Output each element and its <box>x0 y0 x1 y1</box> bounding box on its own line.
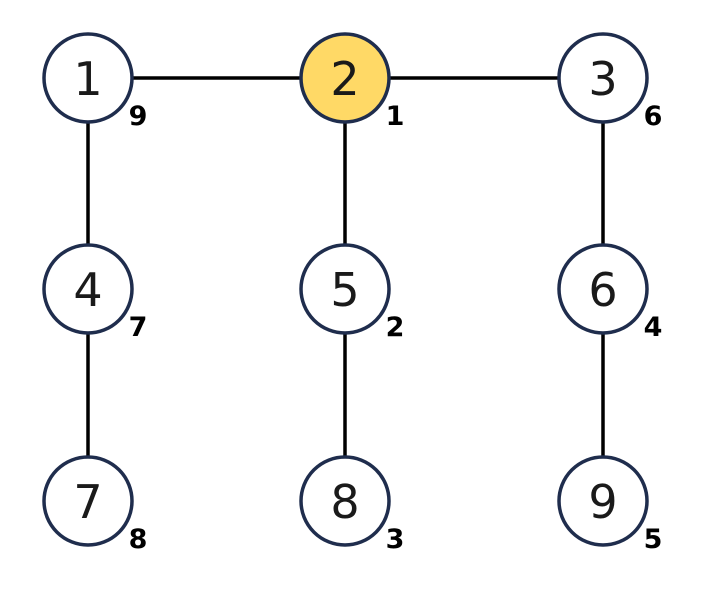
node-label: 2 <box>330 52 359 106</box>
node-circle <box>299 455 391 547</box>
node-label: 4 <box>73 263 102 317</box>
node-order-number: 9 <box>129 101 148 132</box>
edges <box>86 76 605 457</box>
node-label: 5 <box>330 263 359 317</box>
node-circle <box>42 243 134 335</box>
node-label: 6 <box>588 263 617 317</box>
node-circle <box>299 32 391 124</box>
node-circle <box>42 32 134 124</box>
node-order-number: 5 <box>644 524 663 555</box>
node-4: 47 <box>42 243 148 343</box>
node-order-number: 1 <box>386 101 405 132</box>
node-circle <box>557 455 649 547</box>
node-7: 78 <box>42 455 148 555</box>
node-9: 95 <box>557 455 663 555</box>
node-order-number: 6 <box>644 101 663 132</box>
node-5: 52 <box>299 243 405 343</box>
node-label: 9 <box>588 475 617 529</box>
node-order-number: 2 <box>386 312 405 343</box>
node-label: 3 <box>588 52 617 106</box>
node-3: 36 <box>557 32 663 132</box>
node-label: 8 <box>330 475 359 529</box>
node-circle <box>557 243 649 335</box>
node-order-number: 3 <box>386 524 405 555</box>
node-circle <box>299 243 391 335</box>
node-order-number: 7 <box>129 312 148 343</box>
node-circle <box>42 455 134 547</box>
node-6: 64 <box>557 243 663 343</box>
node-2: 21 <box>299 32 405 132</box>
node-1: 19 <box>42 32 148 132</box>
node-label: 1 <box>73 52 102 106</box>
node-8: 83 <box>299 455 405 555</box>
node-order-number: 8 <box>129 524 148 555</box>
node-circle <box>557 32 649 124</box>
node-order-number: 4 <box>644 312 663 343</box>
node-label: 7 <box>73 475 102 529</box>
